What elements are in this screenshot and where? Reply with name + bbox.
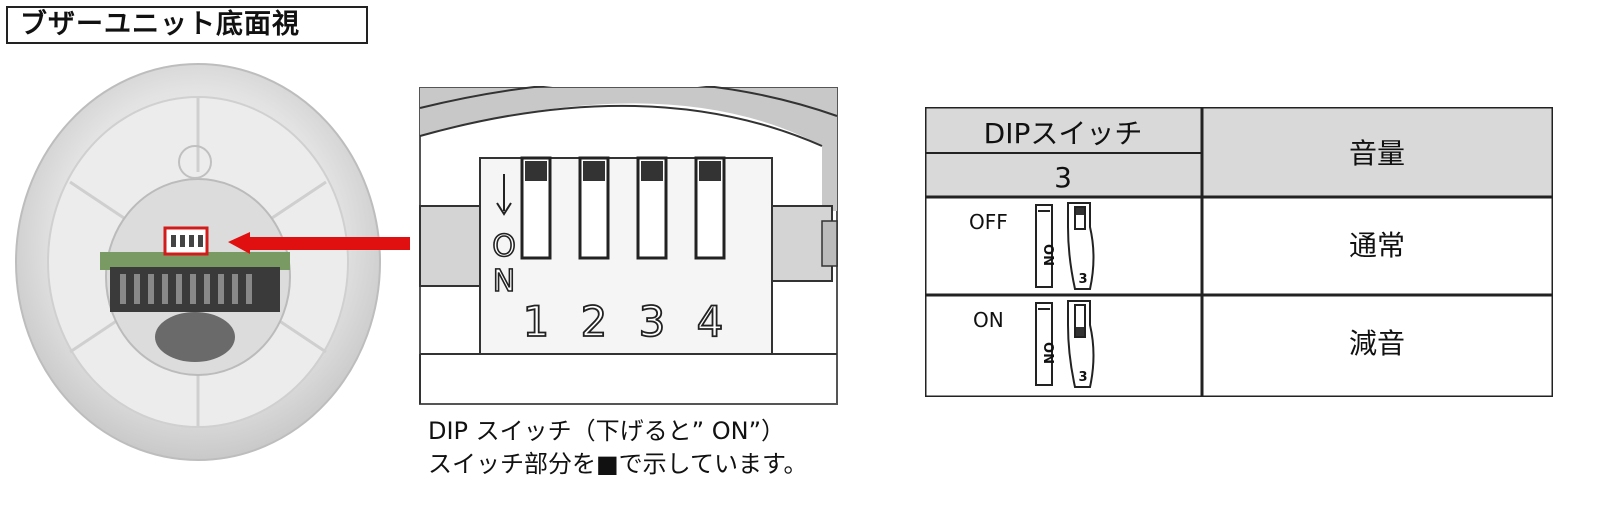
caption-line-1: DIP スイッチ（下げると” ON”） bbox=[428, 417, 785, 445]
dip-switch-figure: O N 1 2 3 4 bbox=[419, 86, 838, 405]
row-1-switch-number: 3 bbox=[1078, 272, 1087, 287]
row-1-switch-icon: ON 3 bbox=[1035, 202, 1095, 290]
row-2-switch-icon: ON 3 bbox=[1035, 300, 1095, 388]
row-2-on-mark: ON bbox=[1040, 342, 1055, 364]
row-2-state: ON bbox=[973, 308, 1004, 332]
switch-number-2: 2 bbox=[581, 297, 608, 346]
dip-volume-table: DIPスイッチ 3 音量 OFF ON 3 通常 ON ON 3 減音 bbox=[925, 107, 1553, 397]
on-label-o: O bbox=[492, 229, 516, 264]
on-label-n: N bbox=[493, 264, 515, 299]
caption-line-2: スイッチ部分を■で示しています。 bbox=[428, 450, 808, 478]
header-switch-number: 3 bbox=[1054, 161, 1072, 194]
header-volume: 音量 bbox=[1349, 137, 1405, 170]
row-2-switch-number: 3 bbox=[1078, 370, 1087, 385]
row-1-on-mark: ON bbox=[1040, 244, 1055, 266]
page-title: ブザーユニット底面視 bbox=[6, 6, 368, 44]
row-2-volume: 減音 bbox=[1349, 327, 1405, 360]
buzzer-unit-photo bbox=[15, 63, 410, 461]
header-dip-switch: DIPスイッチ bbox=[984, 117, 1143, 150]
row-1-volume: 通常 bbox=[1349, 229, 1405, 262]
row-1-state: OFF bbox=[969, 210, 1008, 234]
switch-number-1: 1 bbox=[523, 297, 550, 346]
switch-number-4: 4 bbox=[697, 297, 724, 346]
switch-slots bbox=[520, 156, 726, 260]
switch-number-3: 3 bbox=[639, 297, 666, 346]
figure-caption: DIP スイッチ（下げると” ON”） スイッチ部分を■で示しています。 bbox=[428, 415, 808, 481]
arrow-pointer bbox=[228, 232, 410, 254]
